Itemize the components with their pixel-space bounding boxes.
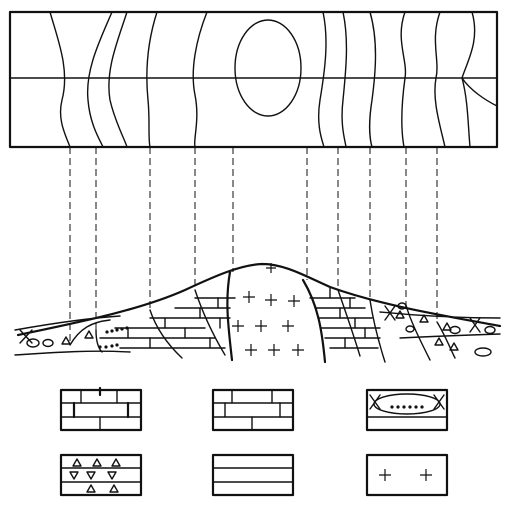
cross-section — [14, 262, 502, 364]
legend-limestone — [211, 388, 295, 432]
legend — [59, 386, 449, 497]
stratum-line — [379, 311, 501, 319]
map-contact-line — [108, 11, 128, 148]
map-contact-line — [86, 11, 113, 148]
plan-view-map — [8, 10, 499, 149]
map-contact-line — [341, 11, 348, 148]
legend-shale — [211, 453, 295, 497]
map-contact-line — [434, 11, 446, 148]
section-dots — [98, 326, 129, 349]
map-intrusion-outline — [234, 19, 302, 117]
map-contact-line — [146, 11, 158, 148]
section-breccia — [61, 310, 459, 351]
ground-profile — [16, 262, 502, 337]
map-contact-line — [192, 11, 208, 148]
map-contact-line — [461, 77, 498, 107]
stratum-line — [14, 350, 131, 356]
map-contacts — [49, 11, 498, 148]
legend-granite — [365, 453, 449, 497]
map-frame — [8, 10, 499, 149]
projection-lines — [69, 147, 438, 345]
map-contact-line — [317, 11, 327, 148]
map-contact-line — [369, 11, 377, 148]
legend-breccia — [59, 453, 143, 497]
map-contact-line — [400, 11, 407, 148]
legend-conglomerate — [365, 388, 449, 432]
limestone-texture — [99, 287, 381, 349]
stratum-line — [399, 333, 501, 339]
intrusion-crosses — [232, 263, 304, 356]
intrusion-body — [226, 270, 327, 364]
legend-limestone-veins — [59, 386, 143, 432]
map-contact-line — [49, 11, 71, 148]
stratum-line — [14, 315, 121, 331]
